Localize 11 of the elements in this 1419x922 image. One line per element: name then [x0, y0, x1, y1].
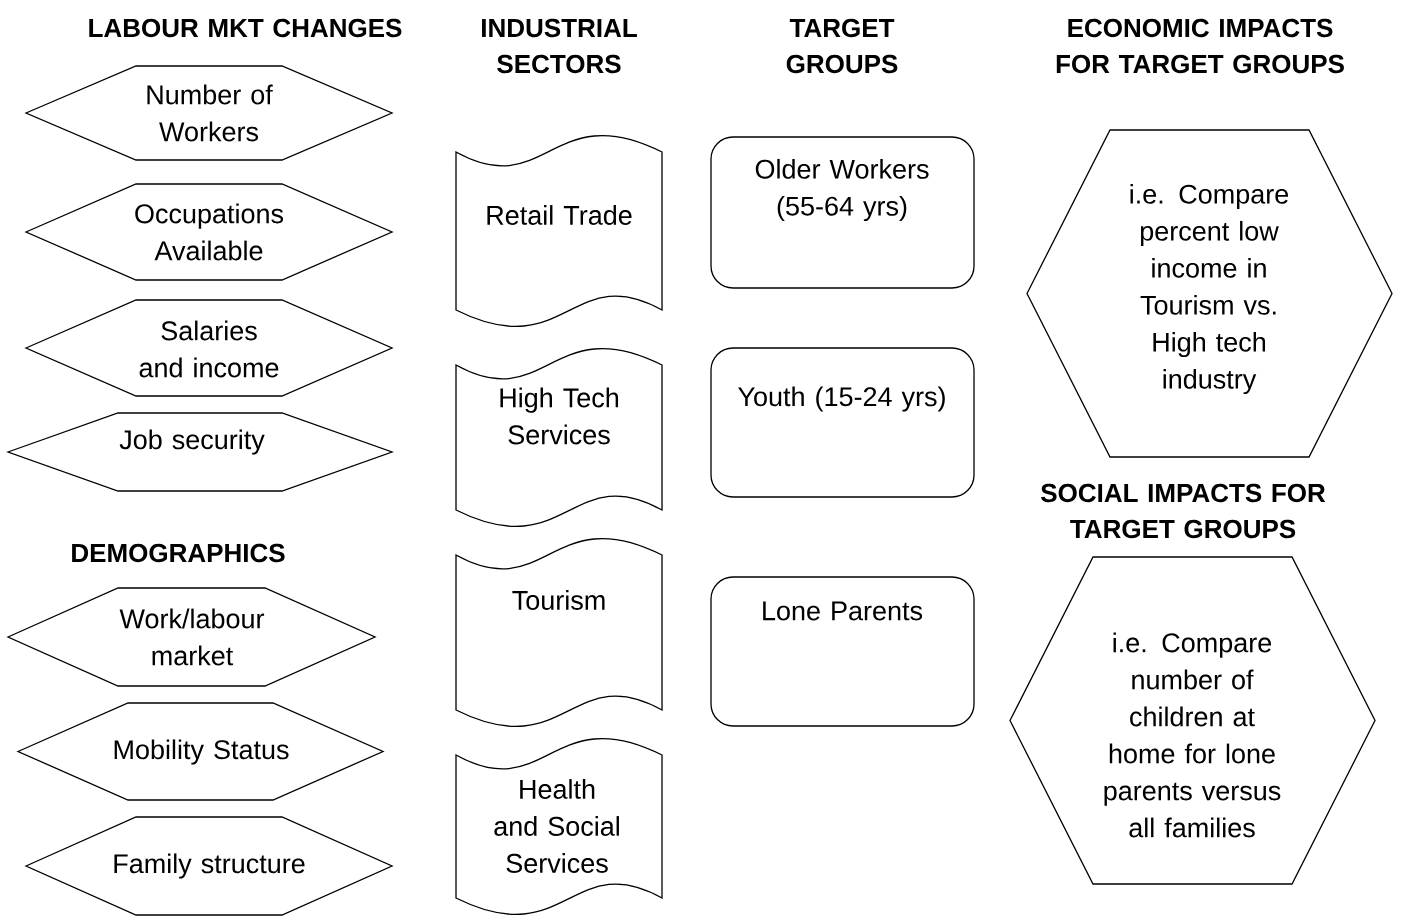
hexagon-box: i.e. Compare percent low income in Tourism vs. High tech industry: [1026, 129, 1393, 458]
column-heading: SOCIAL IMPACTS FOR TARGET GROUPS: [1041, 483, 1326, 539]
rounded-box: Older Workers (55-64 yrs): [710, 136, 975, 289]
hexagon-box: i.e. Compare number of children at home for lone parents versus all families: [1009, 556, 1376, 885]
column-heading: DEMOGRAPHICS: [72, 543, 285, 563]
rounded-box: Lone Parents: [710, 576, 975, 727]
column-heading: INDUSTRIAL SECTORS: [482, 18, 637, 74]
column-heading: LABOUR MKT CHANGES: [89, 18, 402, 38]
rounded-box: Youth (15-24 yrs): [710, 347, 975, 498]
column-heading: ECONOMIC IMPACTS FOR TARGET GROUPS: [1056, 18, 1344, 74]
column-heading: TARGET GROUPS: [786, 18, 898, 74]
